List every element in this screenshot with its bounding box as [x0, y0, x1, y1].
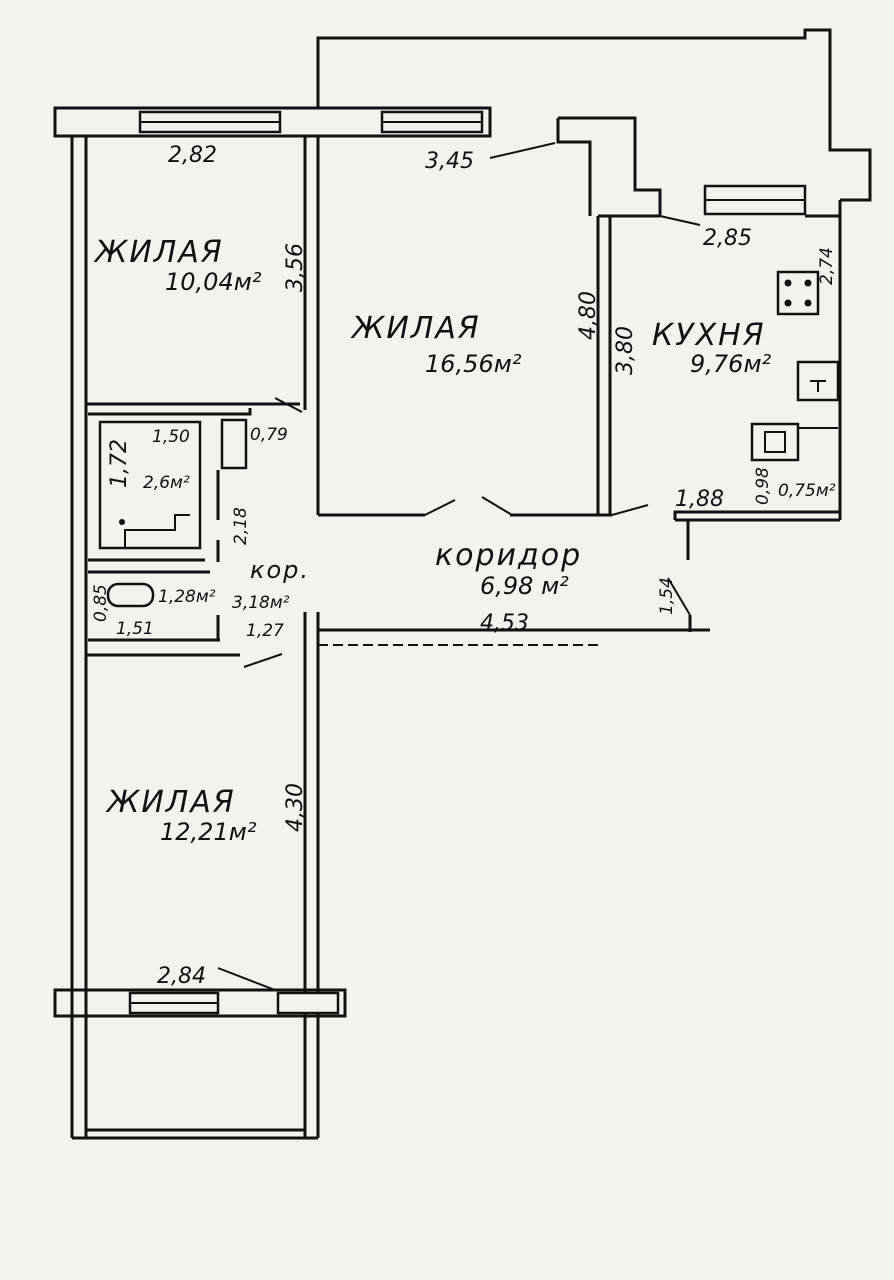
sink — [220, 418, 248, 470]
toilet-bowl — [106, 582, 155, 608]
door-living2-right — [481, 496, 513, 516]
door-living3 — [243, 653, 283, 668]
hall-name: кор. — [250, 556, 310, 584]
dim-2-18: 2,18 — [231, 507, 251, 545]
dim-4-30: 4,30 — [283, 783, 308, 832]
living3-area: 12,21м² — [160, 818, 257, 846]
dim-1-88: 1,88 — [675, 487, 724, 512]
hall-area: 3,18м² — [232, 593, 290, 613]
living2-name: ЖИЛАЯ — [350, 311, 481, 346]
door-living1 — [274, 397, 303, 413]
south-wall — [53, 988, 347, 1018]
dim-0-85: 0,85 — [91, 584, 111, 622]
loggia-outline — [316, 28, 872, 202]
kitchen-name: КУХНЯ — [652, 318, 766, 353]
kitchen-notch — [556, 118, 592, 216]
dim-4-80: 4,80 — [576, 291, 601, 340]
leader-2-84 — [217, 967, 276, 991]
kitchen-sink — [796, 360, 840, 402]
corridor-area: 6,98 м² — [480, 572, 569, 600]
pantry-cabinet — [750, 422, 800, 462]
door-living2-left — [424, 499, 456, 516]
dim-2-85: 2,85 — [703, 226, 752, 251]
dim-0-79: 0,79 — [250, 425, 288, 445]
leader-2-85 — [659, 215, 701, 226]
pantry-cabinet-inner — [764, 431, 786, 453]
fixtures — [98, 270, 840, 608]
living2-area: 16,56м² — [425, 350, 522, 378]
bathtub-outlet — [119, 519, 125, 525]
stove-burner-2 — [804, 279, 812, 287]
stove-burner-3 — [784, 299, 792, 307]
bathtub-drain — [124, 514, 190, 548]
dim-3-45: 3,45 — [425, 149, 474, 174]
north-wall — [53, 106, 492, 138]
stove — [776, 270, 820, 316]
dim-1-72: 1,72 — [107, 439, 132, 488]
dim-3-80: 3,80 — [613, 326, 638, 375]
stove-burner-1 — [784, 279, 792, 287]
bathroom-area: 2,6м² — [143, 473, 190, 493]
walls — [53, 28, 872, 1140]
leader-3-45 — [489, 142, 556, 159]
bath-top-wall — [88, 408, 252, 416]
dim-1-50: 1,50 — [152, 427, 190, 447]
dim-1-27: 1,27 — [246, 621, 284, 641]
corridor-name: коридор — [435, 538, 582, 573]
kitchen-bottom-wall-inner — [673, 510, 840, 520]
dim-4-53: 4,53 — [480, 611, 529, 636]
dim-1-51: 1,51 — [116, 619, 154, 639]
stove-burner-4 — [804, 299, 812, 307]
bathtub — [98, 420, 202, 550]
window-south-right — [276, 991, 340, 1015]
doors — [243, 397, 649, 668]
dim-2-74: 2,74 — [817, 247, 837, 285]
dim-1-54: 1,54 — [657, 577, 677, 615]
leader-1-54 — [667, 577, 691, 616]
loggia-step — [558, 116, 662, 216]
living1-area: 10,04м² — [165, 268, 262, 296]
living1-name: ЖИЛАЯ — [93, 235, 224, 270]
dim-3-56: 3,56 — [283, 243, 308, 292]
living3-name: ЖИЛАЯ — [105, 785, 236, 820]
dim-0-98: 0,98 — [753, 467, 773, 505]
dim-2-82: 2,82 — [168, 143, 217, 168]
door-kitchen — [611, 504, 649, 516]
kitchen-area: 9,76м² — [690, 350, 772, 378]
labels: ЖИЛАЯ 10,04м² ЖИЛАЯ 16,56м² КУХНЯ 9,76м²… — [91, 143, 837, 989]
toilet-area: 1,28м² — [158, 587, 216, 607]
pantry-area: 0,75м² — [778, 481, 836, 501]
dim-2-84: 2,84 — [157, 964, 206, 989]
leaders — [217, 142, 701, 991]
